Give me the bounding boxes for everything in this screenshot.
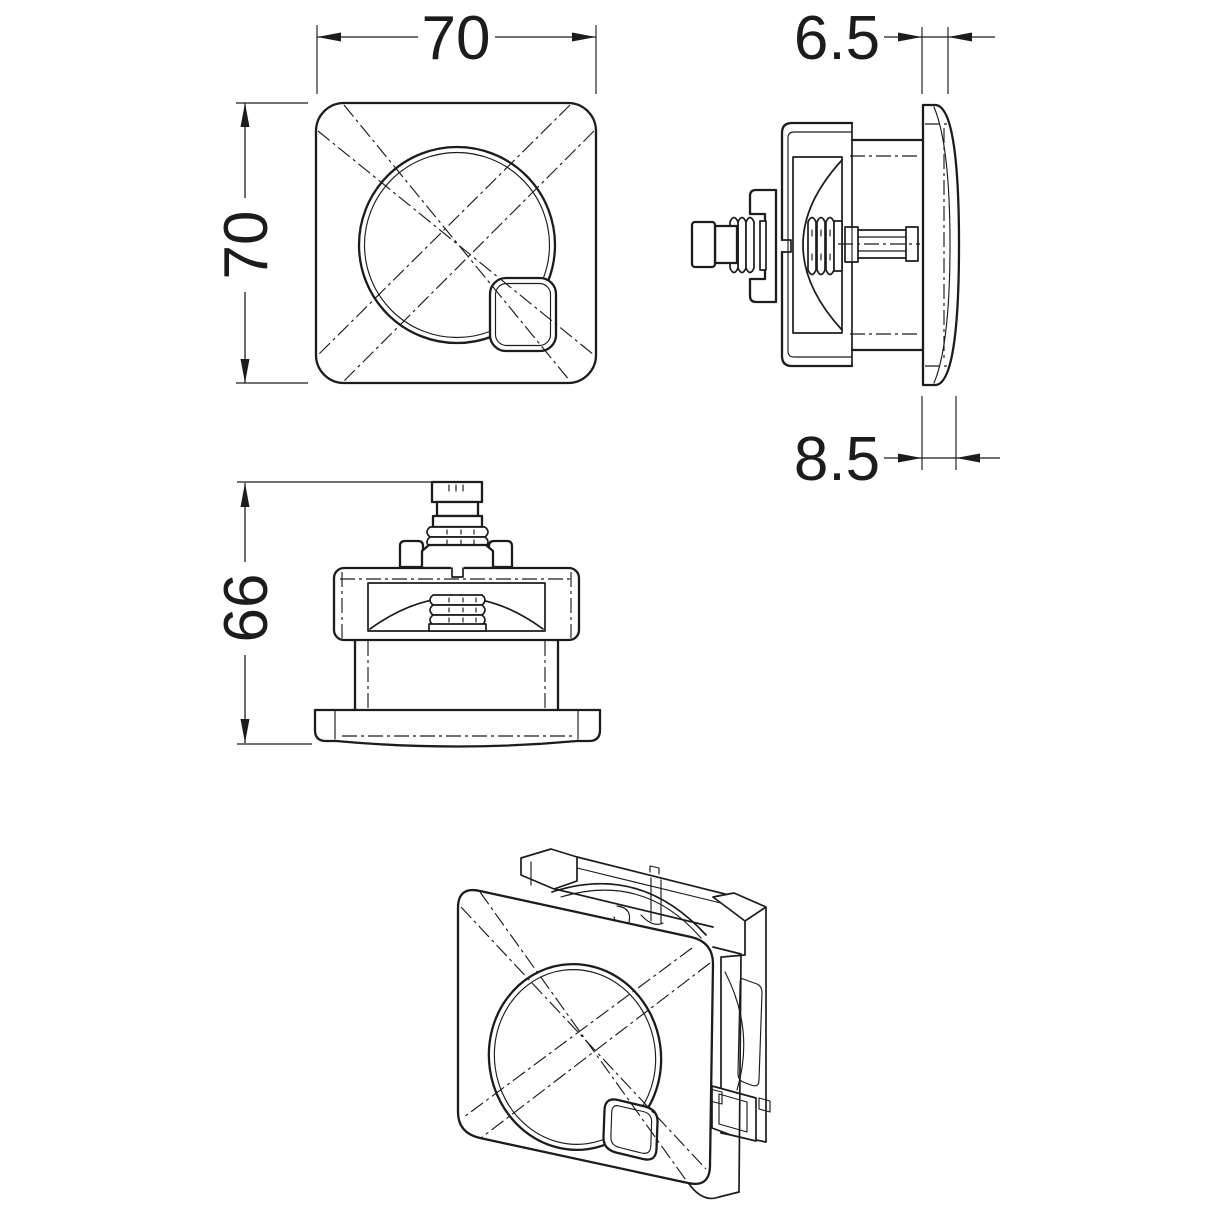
dimension-plate-depth: 8.5: [794, 396, 1000, 494]
dimension-front-width: 70: [316, 4, 597, 94]
iso-button-circle-inner: [493, 969, 657, 1145]
locking-collar: [748, 188, 778, 304]
dimension-front-height: 70: [212, 102, 308, 384]
isometric-view: [456, 848, 771, 1200]
iso-centerlines: [460, 891, 711, 1184]
iso-plate-side-face: [688, 946, 742, 1200]
iso-clip-nub: [649, 865, 660, 875]
dimension-plate-thickness: 6.5: [794, 4, 995, 94]
front-view: [314, 101, 598, 385]
elevation-view: [313, 480, 602, 748]
dim-label-plate-depth: 8.5: [794, 425, 880, 494]
wing-ear-right: [487, 539, 514, 569]
side-housing: [780, 121, 854, 368]
elevation-legs: [353, 638, 560, 712]
dim-label-elevation-height: 66: [212, 574, 281, 643]
flush-button-circle-inner: [363, 151, 551, 339]
iso-foot-clip: [711, 1085, 757, 1142]
flush-button-circle-outer: [357, 145, 557, 345]
plunger-tip-front: [430, 480, 484, 504]
dim-label-front-width: 70: [422, 4, 491, 73]
plunger-neck: [713, 224, 739, 265]
iso-housing: [520, 848, 771, 1143]
iso-dome-rim: [551, 882, 707, 936]
dim-label-plate-thickness: 6.5: [794, 4, 880, 73]
plunger-tip: [690, 220, 717, 269]
iso-button-circle-outer: [487, 962, 663, 1152]
iso-small-button-inner: [610, 1105, 653, 1154]
front-view-centerlines: [317, 104, 595, 382]
iso-clip-right: [712, 892, 767, 922]
elevation-plunger: [398, 480, 514, 570]
side-view: [690, 103, 961, 387]
small-flush-button-outer: [488, 276, 558, 353]
side-dome-chamber: [792, 156, 843, 334]
iso-clip-left: [520, 848, 578, 890]
dim-label-front-height: 70: [212, 211, 281, 280]
threaded-rod: [838, 226, 920, 263]
elevation-housing: [332, 564, 581, 642]
plunger-assembly: [690, 188, 778, 304]
dimension-elevation-height: 66: [212, 481, 448, 745]
wing-ear-left: [398, 539, 425, 569]
dome-profile: [802, 159, 843, 331]
elevation-base-plate: [313, 708, 602, 748]
small-flush-button-inner: [494, 282, 552, 347]
side-thread-coils: [807, 216, 843, 276]
side-barrel: [850, 138, 924, 352]
mounting-flange: [921, 103, 961, 387]
iso-small-button-outer: [602, 1098, 659, 1161]
